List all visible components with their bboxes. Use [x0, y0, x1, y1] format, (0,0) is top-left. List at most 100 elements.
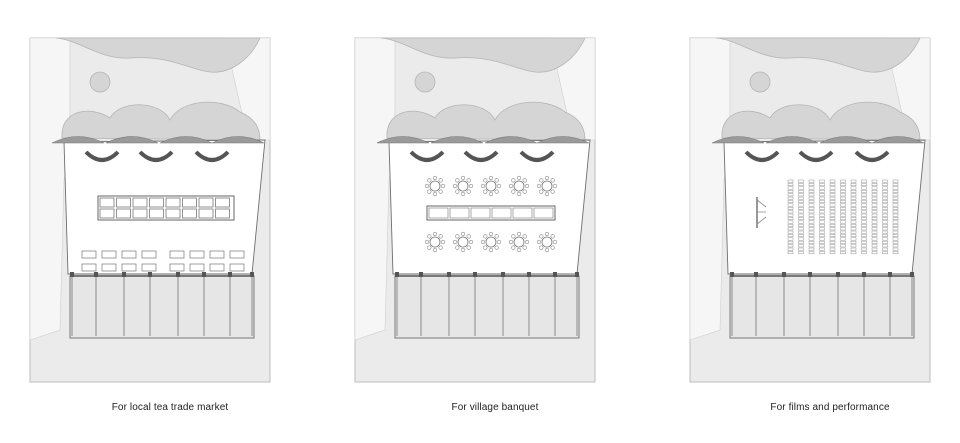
- market-stall: [215, 197, 230, 208]
- roof-arch: [536, 136, 590, 144]
- seat: [819, 234, 825, 238]
- seat: [882, 223, 888, 227]
- seat: [829, 179, 836, 183]
- seat: [871, 220, 878, 224]
- site-base: [29, 37, 271, 383]
- seat: [840, 220, 846, 224]
- seat: [840, 247, 846, 251]
- seat: [829, 223, 836, 227]
- seat: [861, 200, 867, 204]
- seat: [861, 237, 867, 241]
- seat: [892, 206, 899, 210]
- seat: [819, 244, 825, 248]
- plan-films: [689, 37, 931, 383]
- seat: [819, 203, 825, 207]
- seat: [882, 196, 888, 200]
- seat: [819, 179, 825, 183]
- market-stall: [165, 208, 181, 219]
- seat: [840, 196, 846, 200]
- seat: [829, 203, 836, 207]
- seat: [871, 189, 878, 193]
- tea-table: [81, 263, 97, 272]
- tree-canopy-front: [721, 101, 921, 141]
- seat: [798, 186, 804, 190]
- seat: [829, 186, 836, 190]
- seat: [819, 230, 825, 234]
- seat: [808, 217, 815, 221]
- round-table: [508, 175, 530, 197]
- roof-arch: [51, 136, 105, 144]
- skylight-arc: [138, 150, 174, 162]
- seat: [871, 227, 878, 231]
- column-cap: [473, 272, 477, 277]
- seat: [861, 183, 867, 187]
- site-base: [689, 37, 931, 383]
- seat: [892, 251, 899, 255]
- seat: [861, 189, 867, 193]
- skylight-arc: [463, 150, 499, 162]
- seat: [871, 213, 878, 217]
- column-cap: [730, 272, 734, 277]
- seat: [798, 213, 804, 217]
- seat: [829, 247, 836, 251]
- tree-canopy-front: [61, 101, 261, 141]
- terrace: [394, 275, 580, 339]
- seat: [798, 251, 804, 255]
- panel-tea-market: For local tea trade market: [20, 0, 320, 443]
- seat: [819, 237, 825, 241]
- seat: [840, 244, 846, 248]
- seat: [871, 237, 878, 241]
- market-stall: [182, 208, 197, 219]
- round-table: [536, 175, 558, 197]
- market-stall-grid: [97, 195, 235, 221]
- seat: [787, 186, 794, 190]
- market-stall: [198, 208, 214, 219]
- terrace: [69, 275, 255, 339]
- seat: [850, 223, 857, 227]
- tea-table: [209, 250, 225, 259]
- seat: [819, 189, 825, 193]
- seat: [871, 179, 878, 183]
- seat: [798, 220, 804, 224]
- column-cap: [754, 272, 758, 277]
- skylight-arc: [84, 150, 120, 162]
- market-stall: [182, 197, 197, 208]
- terrace: [729, 275, 915, 339]
- seat: [882, 227, 888, 231]
- seat: [850, 251, 857, 255]
- seat: [798, 189, 804, 193]
- seat: [787, 251, 794, 255]
- seat: [850, 203, 857, 207]
- seat: [787, 193, 794, 197]
- seat: [808, 200, 815, 204]
- market-stall: [215, 208, 230, 219]
- seat: [819, 220, 825, 224]
- seat: [787, 230, 794, 234]
- seat: [892, 230, 899, 234]
- seat: [850, 210, 857, 214]
- seat: [808, 203, 815, 207]
- skylight-arc: [854, 150, 890, 162]
- seat: [808, 213, 815, 217]
- buffet-table: [533, 207, 554, 219]
- seat: [808, 196, 815, 200]
- seat: [861, 179, 867, 183]
- seat: [871, 193, 878, 197]
- skylight-arc: [519, 150, 555, 162]
- seat: [850, 189, 857, 193]
- seat: [861, 196, 867, 200]
- caption-banquet: For village banquet: [451, 402, 539, 413]
- seat: [871, 244, 878, 248]
- seat: [840, 193, 846, 197]
- seat: [829, 210, 836, 214]
- market-stall: [165, 197, 181, 208]
- seat: [787, 237, 794, 241]
- seat: [861, 223, 867, 227]
- seat: [892, 186, 899, 190]
- tea-table: [81, 250, 97, 259]
- seat: [819, 223, 825, 227]
- column-cap: [176, 272, 180, 277]
- seat: [850, 193, 857, 197]
- seat: [882, 213, 888, 217]
- roof-arch: [430, 136, 484, 144]
